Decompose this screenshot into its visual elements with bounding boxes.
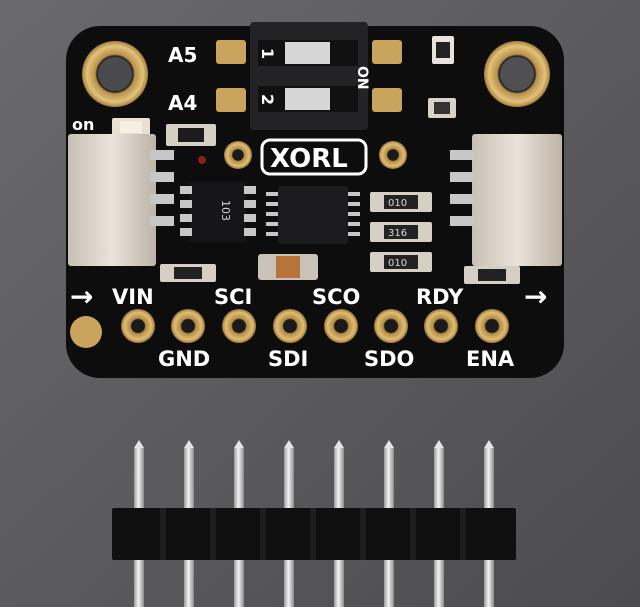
pin-header — [112, 440, 516, 607]
stemma-connector-right — [450, 134, 562, 266]
passive-code-2: 316 — [388, 228, 407, 239]
pad-ena — [475, 309, 509, 343]
stemma-connector-left — [68, 134, 174, 266]
pad-vin — [121, 309, 155, 343]
pin-label-sdi: SDI — [268, 347, 308, 371]
address-label-a5: A5 — [168, 43, 197, 67]
chip-label-box — [260, 138, 368, 176]
passive-code-1: 010 — [388, 198, 407, 209]
pin-label-rdy: RDY — [416, 285, 464, 309]
resistor-code: 103 — [219, 200, 232, 221]
sensor-board: 1 2 ON A5 A4 on XORL — [66, 22, 564, 378]
chip-label: XORL — [270, 144, 348, 174]
pin-label-sco: SCO — [312, 285, 360, 309]
dip-switch: 1 2 ON — [250, 22, 370, 130]
pin-label-sci: SCI — [214, 285, 252, 309]
dip-label-2: 2 — [258, 94, 277, 105]
pad-gnd — [171, 309, 205, 343]
pad-sco — [324, 309, 358, 343]
dip-on-label: ON — [354, 66, 370, 90]
pin-label-gnd: GND — [158, 347, 210, 371]
passive-code-3: 010 — [388, 258, 407, 269]
dip-label-1: 1 — [258, 48, 277, 59]
pin-label-sdo: SDO — [364, 347, 414, 371]
pad-sci — [222, 309, 256, 343]
address-label-a4: A4 — [168, 91, 197, 115]
arrow-out-icon: → — [524, 280, 547, 313]
pad-sdo — [374, 309, 408, 343]
pin-label-ena: ENA — [466, 347, 515, 371]
pin-label-vin: VIN — [112, 285, 154, 309]
power-led-label: on — [72, 115, 94, 134]
pad-rdy — [424, 309, 458, 343]
solder-pad-corner — [70, 316, 102, 348]
sensor-ic — [266, 186, 360, 244]
arrow-in-icon: → — [70, 280, 93, 313]
pad-sdi — [273, 309, 307, 343]
